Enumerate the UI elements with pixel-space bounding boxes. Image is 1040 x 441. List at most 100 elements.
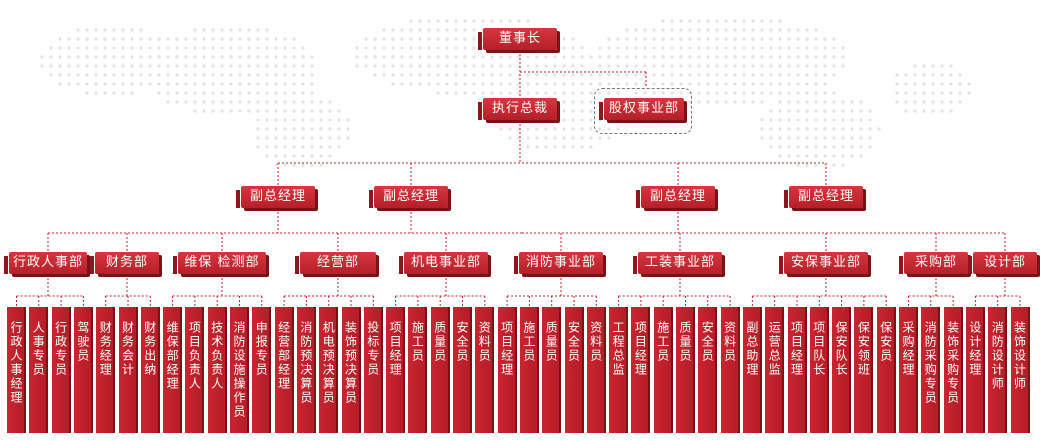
map-dot — [814, 136, 818, 140]
map-dot — [229, 46, 233, 50]
staff-label: 经营部经理 — [276, 321, 291, 391]
map-dot — [760, 100, 764, 104]
map-dot — [751, 82, 755, 86]
map-dot — [706, 100, 710, 104]
map-dot — [634, 82, 638, 86]
map-dot — [544, 145, 548, 149]
map-dot — [454, 37, 458, 41]
map-dot — [562, 91, 566, 95]
map-dot — [103, 37, 107, 41]
map-dot — [265, 145, 269, 149]
map-dot — [148, 73, 152, 77]
staff-box: 副总助理 — [742, 307, 762, 433]
map-dot — [751, 91, 755, 95]
map-dot — [427, 28, 431, 32]
map-dot — [292, 118, 296, 122]
map-dot — [553, 64, 557, 68]
map-dot — [769, 109, 773, 113]
map-dot — [841, 163, 845, 167]
map-dot — [823, 109, 827, 113]
map-dot — [823, 55, 827, 59]
staff-box: 项目经理 — [497, 307, 517, 433]
staff-box: 质量员 — [542, 307, 562, 433]
map-dot — [67, 55, 71, 59]
map-dot — [769, 64, 773, 68]
map-dot — [184, 91, 188, 95]
staff-label: 质量员 — [678, 321, 692, 363]
map-dot — [355, 46, 359, 50]
map-dot — [607, 82, 611, 86]
map-dot — [364, 46, 368, 50]
map-dot — [202, 109, 206, 113]
map-dot — [661, 55, 665, 59]
map-dot — [148, 37, 152, 41]
map-dot — [823, 82, 827, 86]
map-dot — [814, 163, 818, 167]
map-dot — [463, 55, 467, 59]
map-dot — [310, 127, 314, 131]
map-dot — [94, 28, 98, 32]
map-dot — [625, 64, 629, 68]
map-dot — [688, 82, 692, 86]
map-dot — [868, 118, 872, 122]
map-dot — [679, 82, 683, 86]
map-dot — [697, 91, 701, 95]
map-dot — [265, 118, 269, 122]
map-dot — [274, 118, 278, 122]
map-dot — [40, 64, 44, 68]
map-dot — [274, 136, 278, 140]
map-dot — [715, 100, 719, 104]
map-dot — [580, 82, 584, 86]
map-dot — [508, 64, 512, 68]
map-dot — [256, 127, 260, 131]
map-dot — [517, 73, 521, 77]
map-dot — [562, 136, 566, 140]
staff-label: 安全员 — [700, 321, 715, 363]
map-dot — [301, 82, 305, 86]
map-dot — [436, 37, 440, 41]
map-dot — [301, 163, 305, 167]
map-dot — [706, 46, 710, 50]
map-dot — [436, 55, 440, 59]
map-dot — [670, 73, 674, 77]
map-dot — [841, 145, 845, 149]
map-dot — [319, 136, 323, 140]
map-dot — [850, 136, 854, 140]
map-dot — [724, 55, 728, 59]
map-dot — [607, 127, 611, 131]
map-dot — [616, 46, 620, 50]
map-dot — [661, 46, 665, 50]
map-dot — [598, 64, 602, 68]
map-dot — [139, 82, 143, 86]
map-dot — [283, 91, 287, 95]
map-dot — [292, 145, 296, 149]
map-dot — [598, 73, 602, 77]
map-dot — [706, 82, 710, 86]
ceo-box: 执行总裁 — [478, 98, 557, 120]
map-dot — [769, 55, 773, 59]
map-dot — [652, 73, 656, 77]
staff-label: 驾驶员 — [75, 321, 90, 363]
map-dot — [373, 64, 377, 68]
map-dot — [805, 91, 809, 95]
staff-box: 项目队长 — [809, 307, 829, 433]
map-dot — [418, 64, 422, 68]
map-dot — [103, 64, 107, 68]
map-dot — [580, 46, 584, 50]
map-dot — [598, 136, 602, 140]
staff-box: 施工员 — [408, 307, 428, 433]
map-dot — [112, 82, 116, 86]
map-dot — [274, 154, 278, 158]
map-dot — [607, 37, 611, 41]
map-dot — [175, 100, 179, 104]
map-dot — [490, 19, 494, 23]
map-dot — [553, 136, 557, 140]
map-dot — [382, 28, 386, 32]
map-dot — [805, 163, 809, 167]
map-dot — [184, 46, 188, 50]
staff-label: 装饰采购专员 — [945, 321, 960, 405]
map-dot — [832, 118, 836, 122]
map-dot — [805, 55, 809, 59]
map-dot — [832, 46, 836, 50]
